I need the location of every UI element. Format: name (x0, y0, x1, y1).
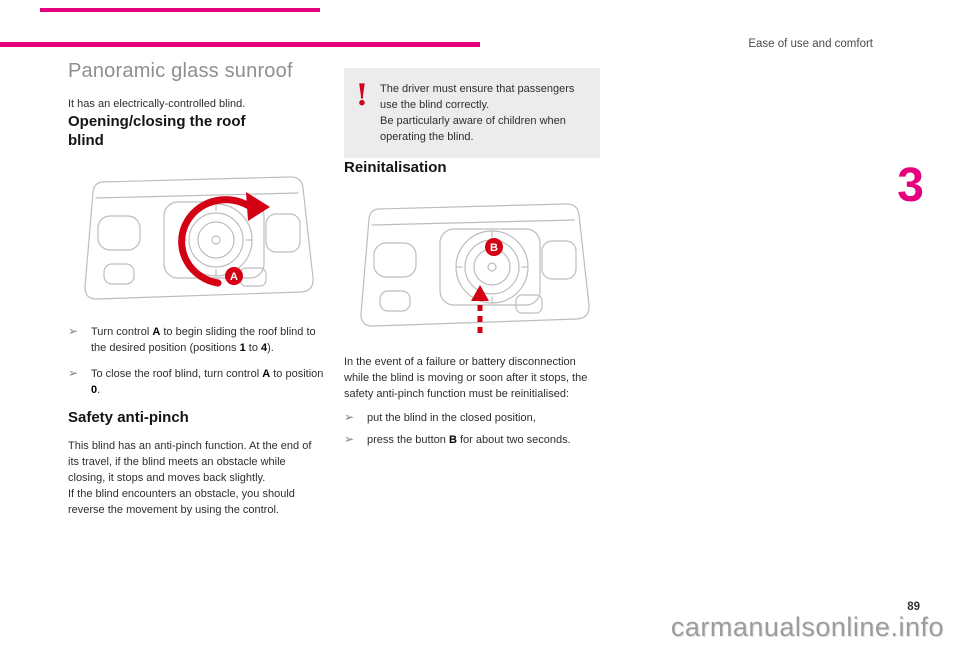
bullet-text: Turn control A to begin sliding the roof… (91, 326, 316, 354)
magenta-bar-top (40, 8, 320, 12)
bullet-item: ➢ put the blind in the closed position, (344, 410, 600, 426)
rotate-arrow-icon (178, 192, 270, 287)
warning-box: ! The driver must ensure that passengers… (344, 68, 600, 158)
middle-column: ! The driver must ensure that passengers… (344, 68, 600, 454)
bullet-arrow-icon: ➢ (68, 324, 79, 338)
svg-text:B: B (490, 242, 498, 254)
safety-paragraph-2: If the blind encounters an obstacle, you… (68, 488, 295, 516)
bullet-arrow-icon: ➢ (344, 432, 355, 446)
bullet-item: ➢ press the button B for about two secon… (344, 432, 600, 448)
watermark-text: carmanualsonline.info (670, 612, 944, 642)
bullet-item: ➢ Turn control A to begin sliding the ro… (68, 324, 324, 356)
intro-paragraph: It has an electrically-controlled blind. (68, 98, 246, 110)
bullet-text: To close the roof blind, turn control A … (91, 368, 324, 396)
reinit-intro-paragraph: In the event of a failure or battery dis… (344, 356, 588, 400)
section-header-label: Ease of use and comfort (748, 38, 873, 50)
heading-safety-anti-pinch: Safety anti-pinch (68, 409, 189, 426)
bullet-text: press the button B for about two seconds… (367, 434, 571, 446)
safety-paragraph-1: This blind has an anti-pinch function. A… (68, 440, 312, 484)
roof-console-illustration-a: A (68, 162, 324, 312)
page-number: 89 (907, 601, 920, 613)
chapter-number: 3 (897, 159, 924, 212)
console-drawing-b: B (360, 203, 590, 333)
control-b-badge: B (485, 238, 503, 256)
reinit-bullet-list: ➢ put the blind in the closed position, … (344, 410, 600, 448)
heading-reinitalisation: Reinitalisation (344, 159, 447, 176)
control-a-badge: A (225, 267, 243, 285)
magenta-bar-second (0, 42, 480, 47)
dashed-arrow-icon (471, 285, 489, 333)
console-drawing-a: A (84, 176, 314, 300)
bullet-arrow-icon: ➢ (68, 366, 79, 380)
opening-bullet-list: ➢ Turn control A to begin sliding the ro… (68, 324, 324, 398)
left-column: Panoramic glass sunroof It has an electr… (68, 60, 324, 518)
warning-paragraph-1: The driver must ensure that passengers u… (380, 83, 575, 111)
bullet-item: ➢ To close the roof blind, turn control … (68, 366, 324, 398)
warning-paragraph-2: Be particularly aware of children when o… (380, 115, 566, 143)
heading-opening-closing: Opening/closing the roof blind (68, 113, 246, 149)
warning-exclamation-icon: ! (355, 78, 369, 113)
bullet-arrow-icon: ➢ (344, 410, 355, 424)
svg-text:A: A (230, 271, 238, 283)
page-title: Panoramic glass sunroof (68, 60, 293, 82)
roof-console-illustration-b: B (344, 189, 600, 339)
warning-text-block: The driver must ensure that passengers u… (380, 81, 588, 145)
bullet-text: put the blind in the closed position, (367, 412, 536, 424)
